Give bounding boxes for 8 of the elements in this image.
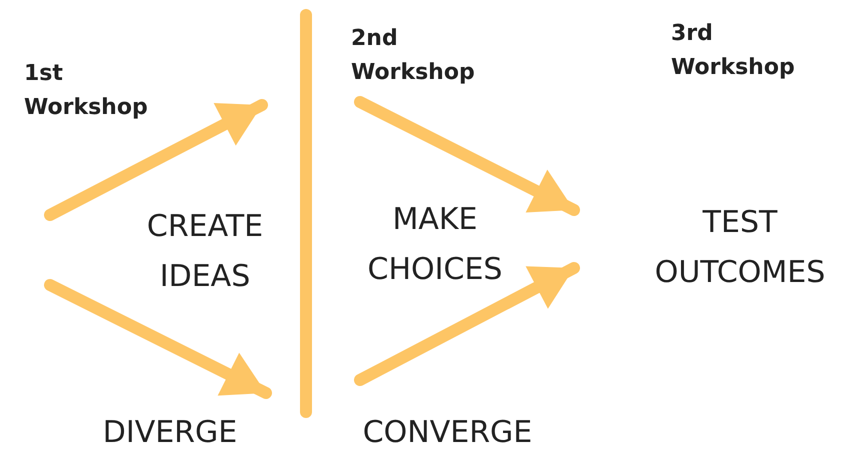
heading-label: 2nd Workshop [351,25,476,87]
heading-label: 3rd Workshop [671,20,796,82]
stage-label: TEST OUTCOMES [654,204,826,292]
stage-label: MAKE CHOICES [366,201,504,289]
stage-label: CREATE IDEAS [146,208,264,296]
stage-label: CONVERGE [362,414,534,452]
heading-label: 1st Workshop [24,60,149,122]
stage-label: DIVERGE [102,414,238,452]
